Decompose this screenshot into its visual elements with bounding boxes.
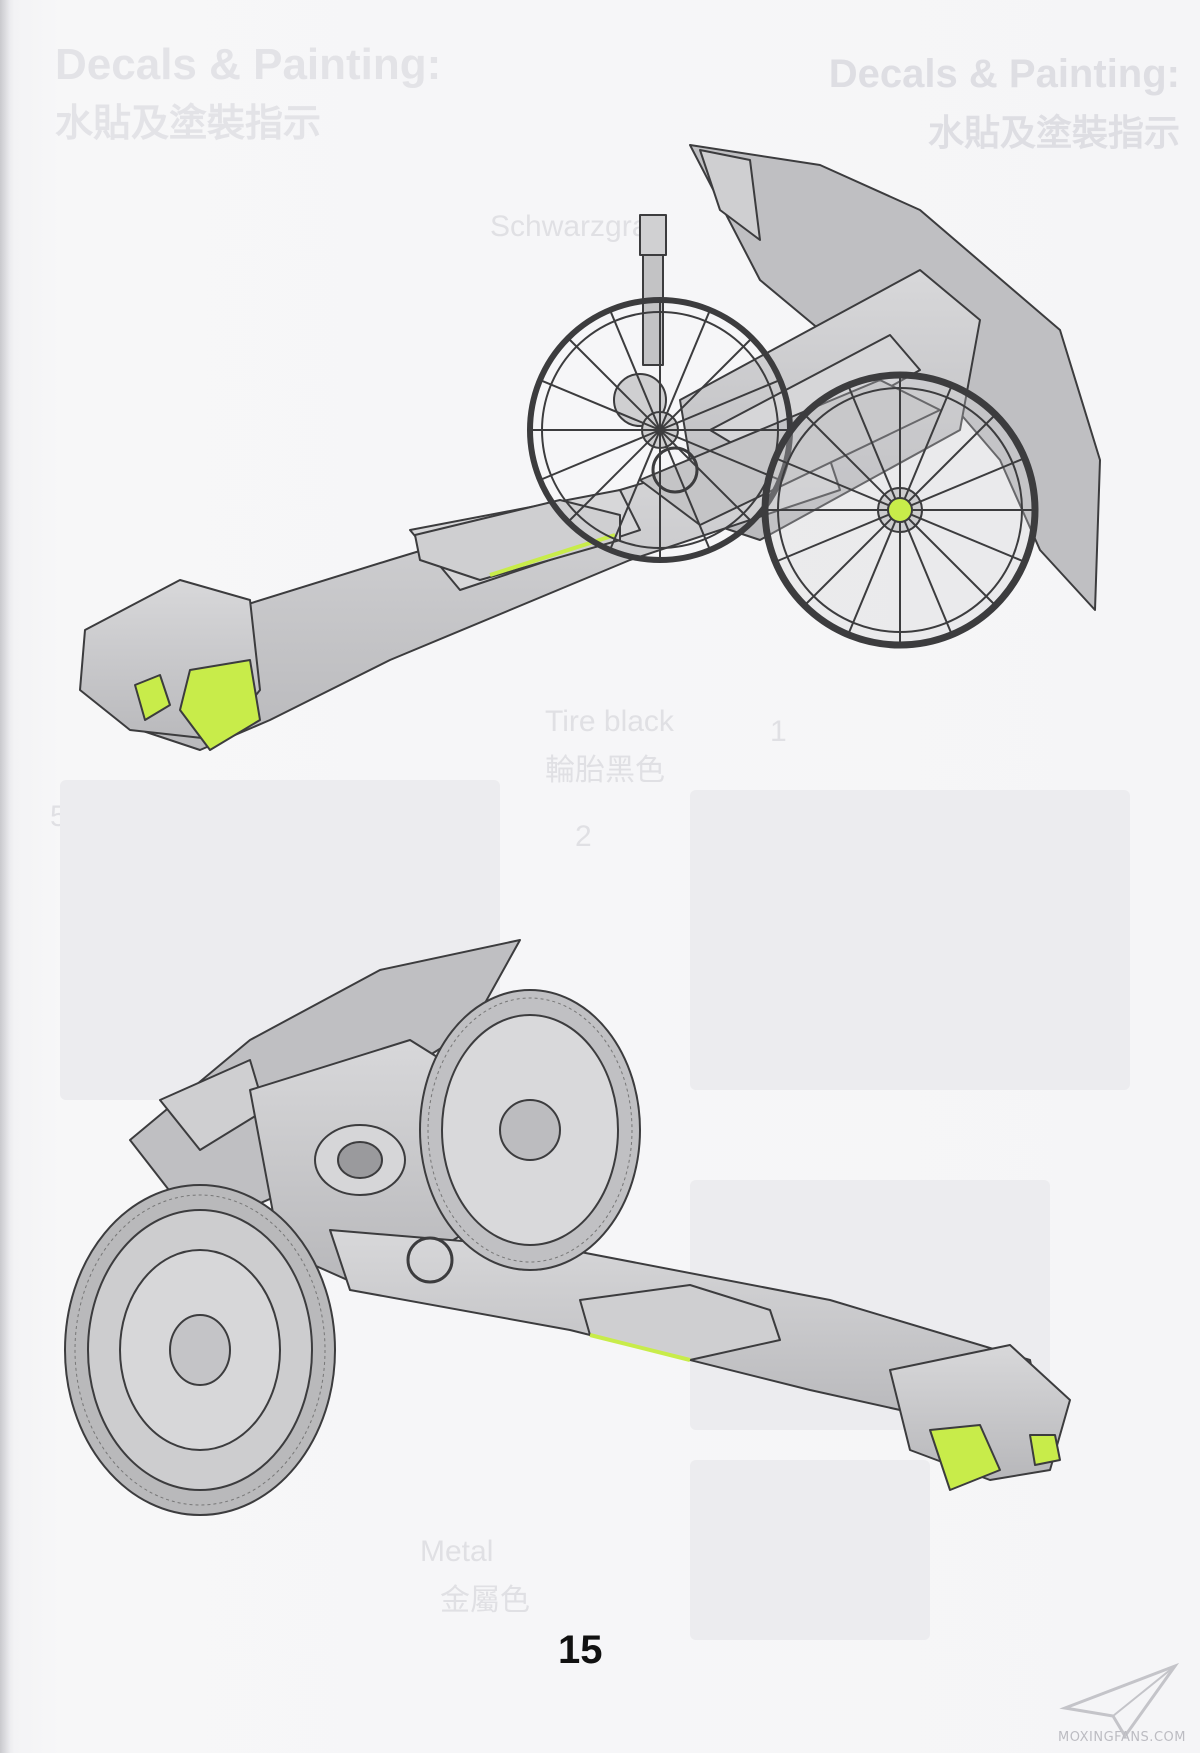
ghost-label-tire-cn: 輪胎黑色 — [545, 754, 665, 787]
ghost-shape — [690, 1460, 930, 1640]
watermark-text: MOXINGFANS.COM — [1058, 1730, 1186, 1745]
ghost-title-cn: 水貼及塗裝指示 — [55, 103, 322, 145]
ghost-label-metal: Metal — [420, 1535, 494, 1568]
paper-plane-icon — [1059, 1662, 1180, 1739]
section-title-en: Decals & Painting: — [828, 52, 1180, 96]
top-gun-illustration — [79, 144, 1101, 751]
ghost-callout-1: 1 — [770, 715, 787, 748]
ghost-label-metal-cn: 金屬色 — [440, 1584, 530, 1617]
ghost-title-en: Decals & Painting: — [55, 40, 442, 89]
ghost-callout-2: 2 — [575, 820, 592, 853]
ghost-label-tire: Tire black — [545, 705, 674, 738]
ghost-shape — [690, 790, 1130, 1090]
page-number: 15 — [558, 1628, 603, 1672]
bottom-gun-illustration — [64, 939, 1071, 1516]
ghost-label-schwarz: Schwarzgrau — [490, 210, 666, 243]
section-title-cn: 水貼及塗裝指示 — [927, 112, 1180, 153]
binding-fold — [0, 0, 10, 1753]
